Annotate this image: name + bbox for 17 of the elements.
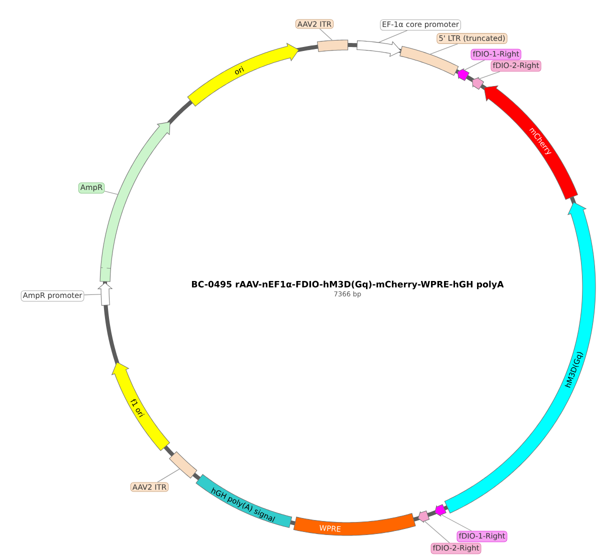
feature-box	[400, 46, 459, 76]
feature-band	[472, 76, 484, 90]
leader-line	[157, 468, 180, 483]
leader-line	[104, 190, 118, 195]
feature-band	[356, 40, 402, 57]
leader-line	[441, 514, 472, 532]
feature-box	[168, 451, 198, 478]
leader-line	[319, 28, 332, 41]
feature-band	[434, 504, 446, 517]
leader-line	[464, 60, 485, 70]
feature-band	[97, 282, 113, 306]
leader-line	[84, 294, 102, 296]
leader-line	[479, 71, 500, 80]
leader-line	[378, 30, 408, 43]
leader-line	[424, 520, 450, 544]
leader-line	[430, 44, 458, 55]
feature-band	[418, 510, 430, 524]
